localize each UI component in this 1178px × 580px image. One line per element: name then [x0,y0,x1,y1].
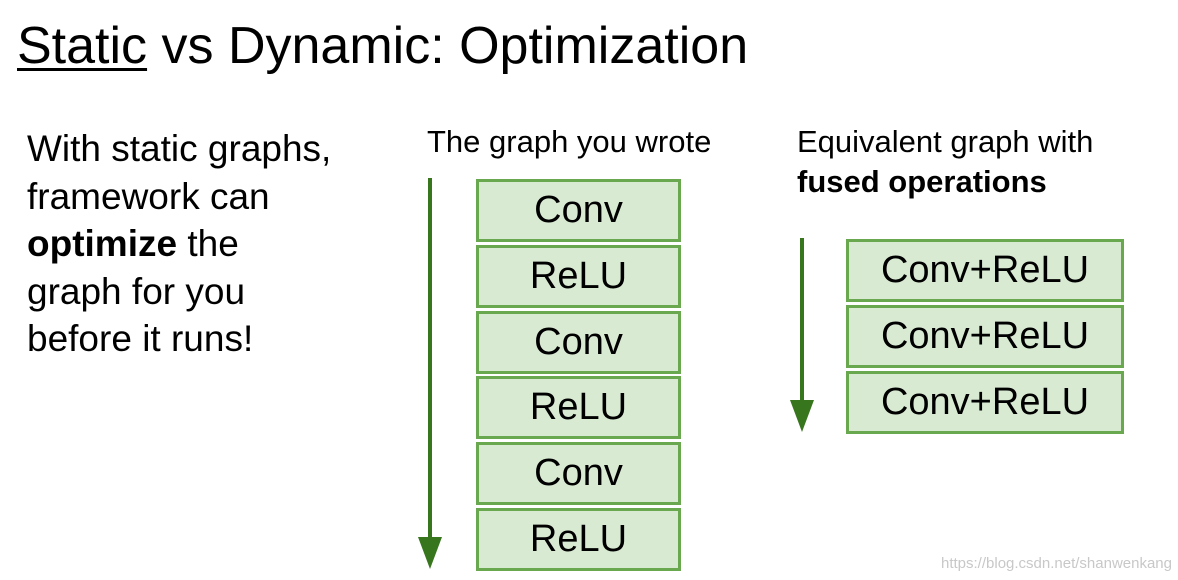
original-graph-heading: The graph you wrote [427,124,712,159]
graph-node-conv-2: Conv [476,311,681,374]
intro-line-3: optimize the [27,220,397,268]
title-underlined-word: Static [17,17,148,75]
fused-node-2: Conv+ReLU [846,305,1124,368]
fused-graph-heading: Equivalent graph with fused operations [797,122,1093,202]
graph-node-relu-1: ReLU [476,245,681,308]
intro-line-3-rest: the [177,223,239,264]
watermark: https://blog.csdn.net/shanwenkang [941,555,1172,572]
intro-line-1: With static graphs, [27,128,332,169]
intro-line-5: before it runs! [27,318,254,359]
left-arrow-head [418,537,442,569]
right-arrow-head [790,400,814,432]
fused-node-1: Conv+ReLU [846,239,1124,302]
fused-heading-line-2: fused operations [797,162,1093,202]
graph-node-relu-3: ReLU [476,508,681,571]
fused-node-3: Conv+ReLU [846,371,1124,434]
fused-heading-line-1: Equivalent graph with [797,124,1094,159]
graph-node-relu-2: ReLU [476,376,681,439]
right-flow-arrow [790,238,814,432]
title-rest: vs Dynamic: Optimization [147,17,749,75]
left-flow-arrow [418,178,442,569]
page-title: Static vs Dynamic: Optimization [17,14,748,78]
intro-text: With static graphs, framework can optimi… [27,125,397,363]
intro-bold-optimize: optimize [27,223,178,264]
fused-heading-bold: fused operations [797,164,1047,199]
intro-line-2: framework can [27,175,270,217]
graph-node-conv-1: Conv [476,179,681,242]
graph-node-conv-3: Conv [476,442,681,505]
intro-line-4: graph for you [27,270,246,312]
